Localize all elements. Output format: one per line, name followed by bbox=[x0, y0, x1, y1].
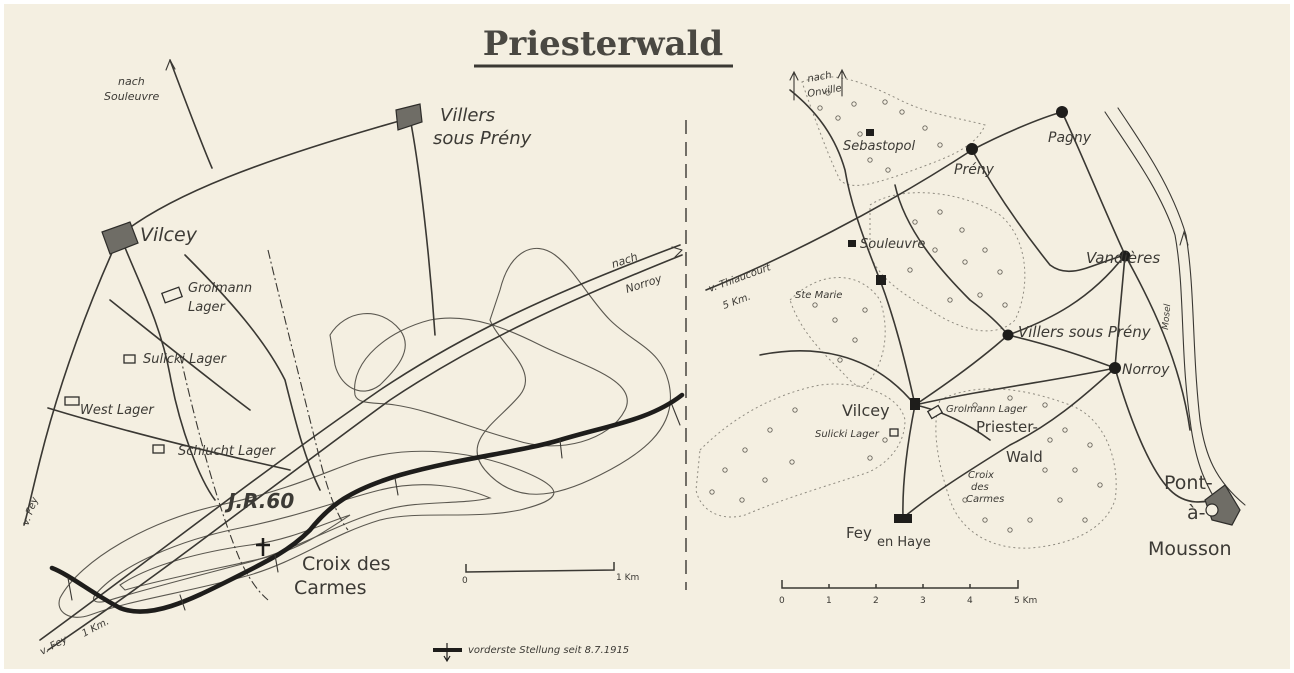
right-map: nach Onville Sebastopol Prény Pagny Soul… bbox=[695, 68, 1246, 606]
arrow-mosel bbox=[1179, 230, 1189, 246]
town-villers-sous-preny bbox=[395, 103, 423, 131]
label-villers-sous-preny: Villers sous Prény bbox=[1018, 323, 1152, 341]
front-arrow-2 bbox=[179, 594, 186, 611]
roads-right bbox=[705, 89, 1226, 519]
label-norroy: Norroy bbox=[1122, 362, 1170, 378]
label-nach-souleuvre-1: nach bbox=[118, 75, 145, 88]
railway-lines bbox=[179, 249, 349, 601]
paper-background bbox=[4, 4, 1290, 669]
scale-right-tick-4: 4 bbox=[967, 596, 973, 606]
town-souleuvre bbox=[848, 240, 856, 247]
label-sulicki-lager: Sulicki Lager bbox=[143, 352, 228, 367]
camp-schlucht bbox=[152, 444, 165, 454]
label-grolmann-2: Lager bbox=[188, 300, 226, 315]
legend: vorderste Stellung seit 8.7.1915 bbox=[433, 643, 629, 663]
label-souleuvre: Souleuvre bbox=[860, 237, 925, 252]
label-croix-des-carmes-2: Carmes bbox=[294, 577, 366, 599]
forest-areas bbox=[695, 76, 1117, 549]
arrow-nach-onville-2 bbox=[837, 68, 847, 97]
scale-bar-right: 0 1 2 3 4 5 Km bbox=[779, 580, 1037, 606]
arrow-nach-souleuvre bbox=[165, 59, 176, 71]
label-nach-onville-1: nach bbox=[807, 70, 833, 85]
scale-left-start: 0 bbox=[462, 576, 468, 586]
label-wald: Wald bbox=[1006, 448, 1043, 466]
scale-right-tick-5: 5 Km bbox=[1014, 596, 1037, 606]
label-vilcey: Vilcey bbox=[140, 224, 198, 246]
label-mosel: Mosel bbox=[1161, 303, 1173, 330]
camp-sulicki bbox=[123, 354, 136, 364]
label-west-lager: West Lager bbox=[80, 403, 155, 418]
label-ste-marie: Ste Marie bbox=[795, 290, 842, 301]
label-regiment: J.R.60 bbox=[224, 489, 294, 513]
label-croix-1: Croix bbox=[968, 470, 994, 481]
front-arrow-3 bbox=[274, 554, 279, 573]
scale-right-tick-0: 0 bbox=[779, 596, 785, 606]
label-pont-1: Pont- bbox=[1164, 472, 1213, 494]
label-villers-2: sous Prény bbox=[433, 128, 532, 149]
label-grolmann-right: Grolmann Lager bbox=[946, 404, 1028, 415]
map-title: Priesterwald bbox=[483, 24, 723, 64]
front-arrow-4 bbox=[394, 477, 399, 496]
label-fey-1: Fey bbox=[846, 524, 872, 542]
camp-west bbox=[64, 396, 80, 406]
roads bbox=[23, 59, 683, 651]
label-grolmann-1: Grolmann bbox=[188, 281, 252, 296]
label-pont-3: Mousson bbox=[1148, 538, 1232, 560]
label-croix-2: des bbox=[971, 482, 989, 493]
scale-right-tick-3: 3 bbox=[920, 596, 926, 606]
camp-grolmann-right bbox=[926, 404, 944, 420]
scale-right-tick-1: 1 bbox=[826, 596, 832, 606]
bridge-pont-a-mousson bbox=[1205, 503, 1219, 517]
legend-text: vorderste Stellung seit 8.7.1915 bbox=[468, 645, 629, 656]
label-villers-1: Villers bbox=[440, 105, 495, 126]
arrow-nach-norroy bbox=[671, 246, 683, 258]
label-croix-des-carmes-1: Croix des bbox=[302, 553, 391, 575]
contour-lines bbox=[58, 247, 671, 618]
town-fey-en-haye bbox=[894, 514, 912, 523]
label-vandieres: Vandières bbox=[1086, 249, 1160, 267]
tree-symbols bbox=[709, 90, 1103, 533]
town-sebastopol bbox=[866, 129, 874, 136]
camp-sulicki-right bbox=[889, 428, 899, 437]
front-arrow-1 bbox=[67, 577, 73, 601]
town-marker-ste-marie bbox=[876, 275, 886, 285]
town-vandieres bbox=[1119, 250, 1131, 262]
label-schlucht-lager: Schlucht Lager bbox=[178, 444, 277, 459]
town-norroy bbox=[1109, 362, 1121, 374]
town-villers bbox=[1002, 329, 1014, 341]
front-arrow-6 bbox=[671, 404, 681, 426]
label-fey-2: en Haye bbox=[877, 535, 931, 550]
scale-left-end: 1 Km bbox=[616, 573, 639, 583]
front-arrow-5 bbox=[559, 439, 563, 459]
town-preny bbox=[966, 143, 978, 155]
scale-right-tick-2: 2 bbox=[873, 596, 879, 606]
label-sulicki-right: Sulicki Lager bbox=[815, 429, 880, 440]
label-sebastopol: Sebastopol bbox=[843, 139, 915, 154]
label-vilcey-right: Vilcey bbox=[842, 401, 890, 420]
label-pont-2: à- bbox=[1187, 502, 1206, 524]
label-croix-3: Carmes bbox=[966, 494, 1004, 505]
label-nach-souleuvre-2: Souleuvre bbox=[104, 90, 160, 103]
arrow-nach-onville-1 bbox=[789, 70, 799, 101]
town-pagny bbox=[1056, 106, 1068, 118]
cross-croix-des-carmes bbox=[256, 538, 270, 556]
mosel-river bbox=[1104, 107, 1246, 521]
label-priester: Priester- bbox=[976, 418, 1038, 436]
label-pagny: Pagny bbox=[1048, 130, 1092, 146]
camp-grolmann bbox=[160, 286, 184, 304]
scale-bar-left: 0 1 Km bbox=[462, 562, 639, 586]
town-vilcey bbox=[101, 221, 139, 255]
label-preny: Prény bbox=[954, 162, 995, 178]
town-vilcey-right bbox=[910, 398, 920, 410]
